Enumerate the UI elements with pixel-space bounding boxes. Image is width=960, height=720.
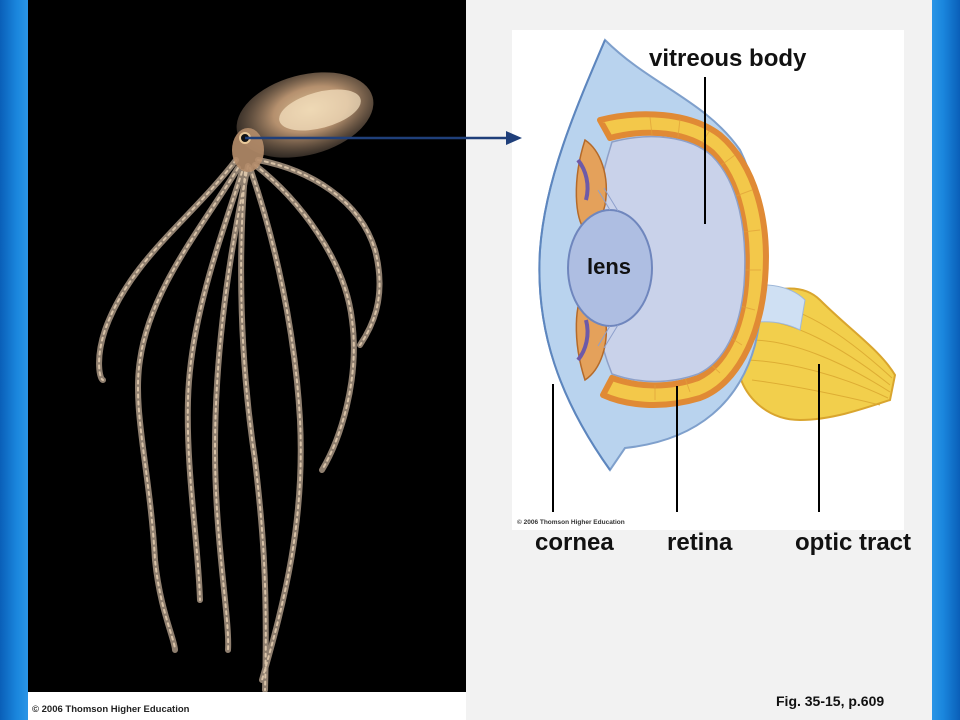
left-blue-border: [0, 0, 28, 720]
label-cornea: cornea: [535, 529, 614, 556]
lens-shape: [567, 187, 653, 349]
octopus-arms: [96, 157, 383, 693]
right-blue-border: [932, 0, 960, 720]
leader-retina: [676, 386, 678, 512]
leader-vitreous-body: [704, 77, 706, 224]
diagram-credit: © 2006 Thomson Higher Education: [517, 519, 625, 526]
photo-credit-strip: [28, 692, 466, 720]
pointer-arrow-head: [506, 131, 522, 145]
leader-optic-tract: [818, 364, 820, 512]
label-vitreous-body: vitreous body: [649, 45, 807, 72]
label-retina: retina: [667, 529, 733, 556]
label-optic-tract: optic tract: [795, 529, 912, 556]
photo-credit: © 2006 Thomson Higher Education: [32, 704, 190, 715]
figure-caption: Fig. 35-15, p.609: [776, 693, 885, 709]
leader-cornea: [552, 384, 554, 512]
label-lens: lens: [587, 254, 632, 279]
octopus-mantle: [232, 72, 374, 172]
